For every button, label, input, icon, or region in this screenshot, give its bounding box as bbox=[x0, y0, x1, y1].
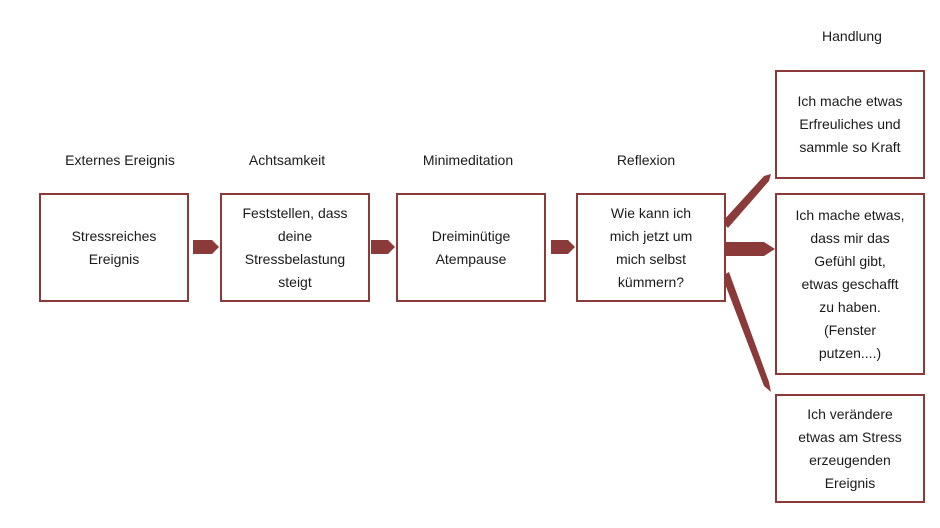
box-action-change-stressor-text: Ich verändere etwas am Stress erzeugende… bbox=[798, 405, 902, 491]
arrow-reflection-to-action-1 bbox=[722, 174, 771, 228]
box-breathing-space: Dreiminütige Atempause bbox=[396, 193, 546, 302]
box-breathing-space-text: Dreiminütige Atempause bbox=[431, 227, 511, 267]
arrow-mindfulness-to-meditation bbox=[371, 240, 395, 254]
box-notice-stress-text: Feststellen, dass deine Stressbelastung … bbox=[242, 204, 348, 290]
heading-action: Handlung bbox=[822, 28, 882, 44]
heading-mindfulness: Achtsamkeit bbox=[248, 152, 326, 168]
box-notice-stress: Feststellen, dass deine Stressbelastung … bbox=[220, 193, 370, 302]
arrow-meditation-to-reflection bbox=[551, 240, 575, 254]
box-stressful-event-text: Stressreiches Ereignis bbox=[71, 227, 157, 267]
box-action-recharge: Ich mache etwas Erfreuliches und sammle … bbox=[775, 70, 925, 179]
arrow-reflection-to-action-3 bbox=[722, 272, 771, 392]
box-reflection-question-text: Wie kann ich mich jetzt um mich selbst k… bbox=[609, 204, 693, 290]
box-stressful-event: Stressreiches Ereignis bbox=[39, 193, 189, 302]
box-action-change-stressor: Ich verändere etwas am Stress erzeugende… bbox=[775, 394, 925, 503]
heading-external-event: Externes Ereignis bbox=[65, 152, 175, 168]
arrow-external-to-mindfulness bbox=[193, 240, 219, 254]
heading-minimeditation: Minimeditation bbox=[422, 152, 514, 168]
box-action-recharge-text: Ich mache etwas Erfreuliches und sammle … bbox=[797, 93, 903, 155]
box-reflection-question: Wie kann ich mich jetzt um mich selbst k… bbox=[576, 193, 726, 302]
arrow-reflection-to-action-2 bbox=[725, 242, 775, 256]
box-action-accomplish: Ich mache etwas, dass mir das Gefühl gib… bbox=[775, 193, 925, 375]
box-action-accomplish-text: Ich mache etwas, dass mir das Gefühl gib… bbox=[795, 206, 905, 361]
heading-reflection: Reflexion bbox=[616, 152, 676, 168]
